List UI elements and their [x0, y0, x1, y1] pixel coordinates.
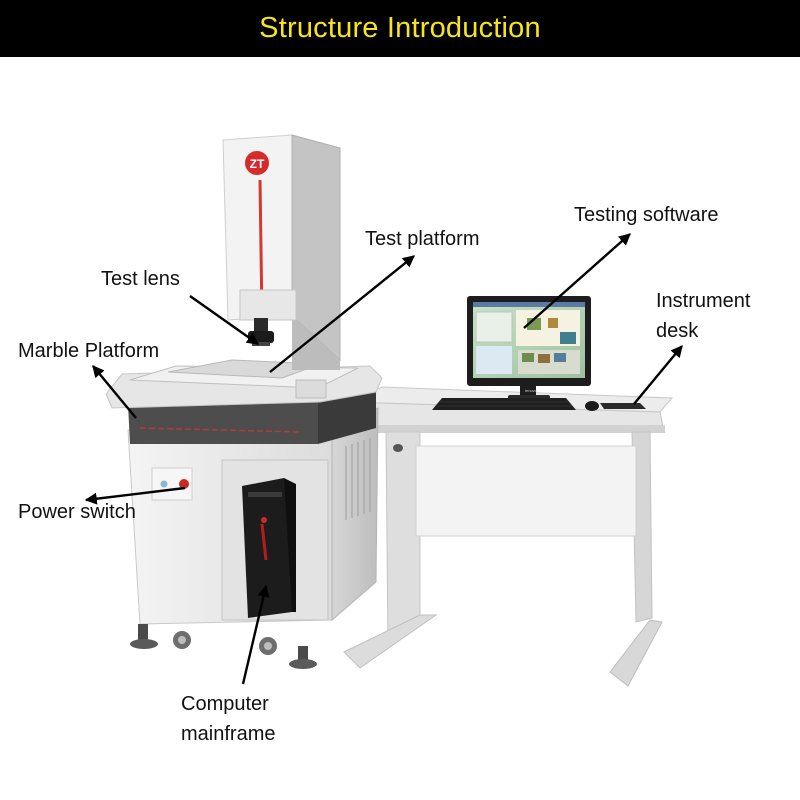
logo-mark: ZT	[250, 157, 265, 171]
company-logo-icon: ZT	[245, 151, 269, 175]
label-computer-mainframe-line2: mainframe	[181, 723, 276, 745]
label-test-lens: Test lens	[101, 268, 180, 290]
arrow-instrument-desk	[633, 345, 683, 405]
arrow-testing-software	[523, 233, 631, 329]
machine-column	[222, 134, 341, 370]
page-title: Structure Introduction	[259, 12, 541, 44]
label-testing-software: Testing software	[574, 204, 719, 226]
arrow-power-switch	[84, 486, 186, 505]
mouse	[585, 401, 599, 411]
test-lens	[248, 318, 274, 346]
mouse-pad	[600, 403, 646, 409]
header-banner: Structure Introduction	[0, 0, 800, 57]
arrow-computer-mainframe	[241, 584, 270, 685]
monitor: lenovo	[467, 296, 591, 400]
label-test-platform: Test platform	[365, 228, 480, 250]
computer-tower	[242, 478, 296, 618]
monitor-brand: lenovo	[525, 388, 538, 393]
label-computer-mainframe-line1: Computer	[181, 693, 269, 715]
label-instrument-desk-line2: desk	[656, 320, 699, 342]
arrow-test-platform	[269, 255, 415, 373]
machine-feet	[130, 624, 317, 669]
instrument-desk	[339, 386, 674, 687]
keyboard	[432, 398, 576, 410]
arrow-test-lens	[189, 295, 259, 345]
label-marble-platform: Marble Platform	[18, 340, 160, 362]
label-power-switch: Power switch	[18, 501, 136, 523]
label-instrument-desk-line1: Instrument	[656, 290, 751, 312]
arrow-marble-platform	[92, 365, 137, 419]
